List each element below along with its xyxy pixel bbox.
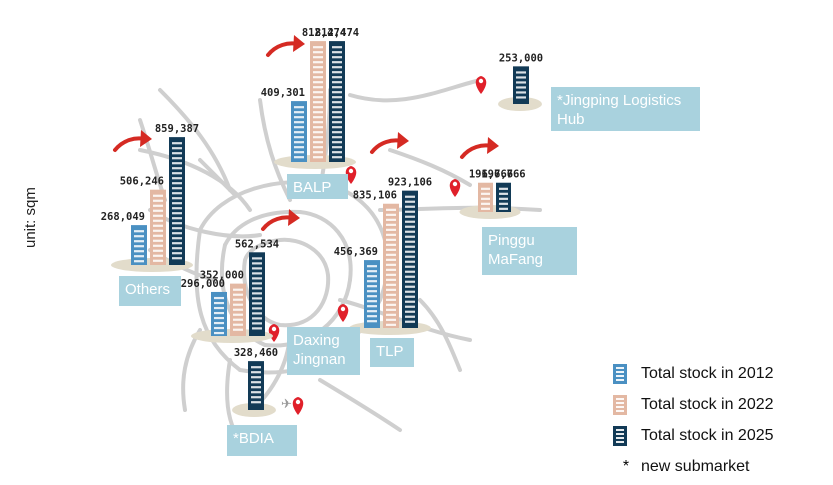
legend-item-2012: Total stock in 2012 [611, 358, 774, 389]
submarket-label-text: Hub [557, 111, 585, 128]
legend-label-2022: Total stock in 2022 [641, 395, 774, 413]
location-pin-icon [449, 179, 461, 197]
road-11 [158, 88, 232, 192]
submarket-label-text: Daxing [293, 332, 340, 349]
road-18 [260, 328, 292, 402]
legend-label-2025: Total stock in 2025 [641, 426, 774, 444]
submarket-label-text: Others [125, 281, 170, 298]
data-label: 923,106 [388, 177, 432, 189]
location-pins: ✈ [268, 76, 487, 415]
submarket-label-tlp: TLP [370, 338, 414, 367]
road-14 [348, 78, 482, 103]
data-label: 296,000 [181, 278, 225, 290]
growth-arrow-icon [113, 130, 152, 152]
bar--bdia-2025 [248, 361, 264, 410]
legend-note-symbol: * [622, 457, 630, 475]
bar-tlp-2022 [383, 203, 399, 328]
data-label: 196,766 [481, 169, 525, 181]
road-17 [338, 298, 472, 342]
legend-note-text: new submarket [641, 457, 750, 475]
legend-swatch-2025 [613, 425, 627, 446]
data-label: 812,474 [315, 27, 359, 39]
data-label: 268,049 [101, 211, 145, 223]
airplane-icon: ✈ [281, 397, 292, 412]
bar-daxing-jingnan-2012 [211, 291, 227, 336]
bar--jingping-logistics-hub-2025 [513, 66, 529, 104]
bar-pinggu-mafang-2022 [478, 182, 493, 212]
legend-swatch-2012 [613, 363, 627, 384]
data-label: 456,369 [334, 246, 378, 258]
growth-arrows [113, 35, 499, 231]
submarket-label-text: *BDIA [233, 430, 274, 447]
road-12 [258, 98, 292, 202]
bar-others-2025 [169, 137, 185, 265]
legend-item-2022: Total stock in 2022 [611, 389, 774, 420]
data-label: 196,766 [469, 169, 513, 181]
bar-tlp-2025 [402, 190, 418, 328]
road-23 [418, 298, 462, 372]
road-15 [388, 148, 472, 187]
data-label: 859,387 [155, 123, 199, 135]
submarket-label-text: Jingnan [293, 351, 346, 368]
submarket-label-text: Pinggu [488, 232, 535, 249]
data-label: 506,246 [120, 176, 164, 188]
submarket-label-text: TLP [376, 343, 404, 360]
growth-arrow-icon [370, 132, 409, 154]
bar-daxing-jingnan-2022 [230, 283, 246, 336]
location-pin-icon [337, 304, 349, 322]
road-6 [298, 210, 353, 282]
bar-balp-2025 [329, 41, 345, 163]
data-label: 253,000 [499, 52, 543, 64]
data-label: 328,460 [234, 347, 278, 359]
legend-note-row: * new submarket [611, 451, 774, 482]
location-pin-icon [268, 324, 280, 342]
data-label: 812,474 [302, 27, 346, 39]
unit-label: unit: sqm [22, 187, 39, 248]
growth-arrow-icon [460, 137, 499, 159]
road-24 [198, 158, 237, 197]
road-22 [318, 378, 402, 432]
bar-others-2012 [131, 225, 147, 265]
road-7 [223, 209, 302, 247]
submarket-labels: Others BALP *Jingping LogisticsHubDaxingJi… [119, 87, 700, 456]
location-pin-icon [345, 166, 357, 184]
legend-swatch-2022 [613, 394, 627, 415]
bar-others-2022 [150, 189, 166, 265]
location-pin-icon [475, 76, 487, 94]
data-label: 352,000 [200, 270, 244, 282]
road-10 [138, 148, 252, 212]
data-label: 835,106 [353, 190, 397, 202]
submarket-label-text: MaFang [488, 251, 543, 268]
submarket-label-text: BALP [293, 179, 331, 196]
submarket-label-text: *Jingping Logistics [557, 92, 681, 109]
data-label: 409,301 [261, 87, 305, 99]
growth-arrow-icon [261, 209, 300, 231]
location-pin-icon [292, 397, 304, 415]
submarket-label-others: Others [119, 276, 181, 306]
road-0 [194, 228, 242, 372]
submarket-label--bdia: *BDIA [227, 425, 297, 456]
bar-daxing-jingnan-2025 [249, 252, 265, 336]
bar-balp-2022 [310, 41, 326, 163]
growth-arrow-icon [266, 35, 305, 57]
road-19 [181, 328, 202, 412]
bars-layer: 268,049 506,246 859,387 409,301 812,474812,4… [101, 27, 543, 417]
legend-item-2025: Total stock in 2025 [611, 420, 774, 451]
legend-label-2012: Total stock in 2012 [641, 364, 774, 382]
bar-tlp-2012 [364, 260, 380, 328]
bar-pinggu-mafang-2025 [496, 182, 511, 212]
submarket-label-balp: BALP [287, 174, 348, 199]
bar-balp-2012 [291, 101, 307, 162]
data-label: 562,534 [235, 238, 279, 250]
legend: Total stock in 2012 Total stock in 2022 … [611, 358, 774, 482]
